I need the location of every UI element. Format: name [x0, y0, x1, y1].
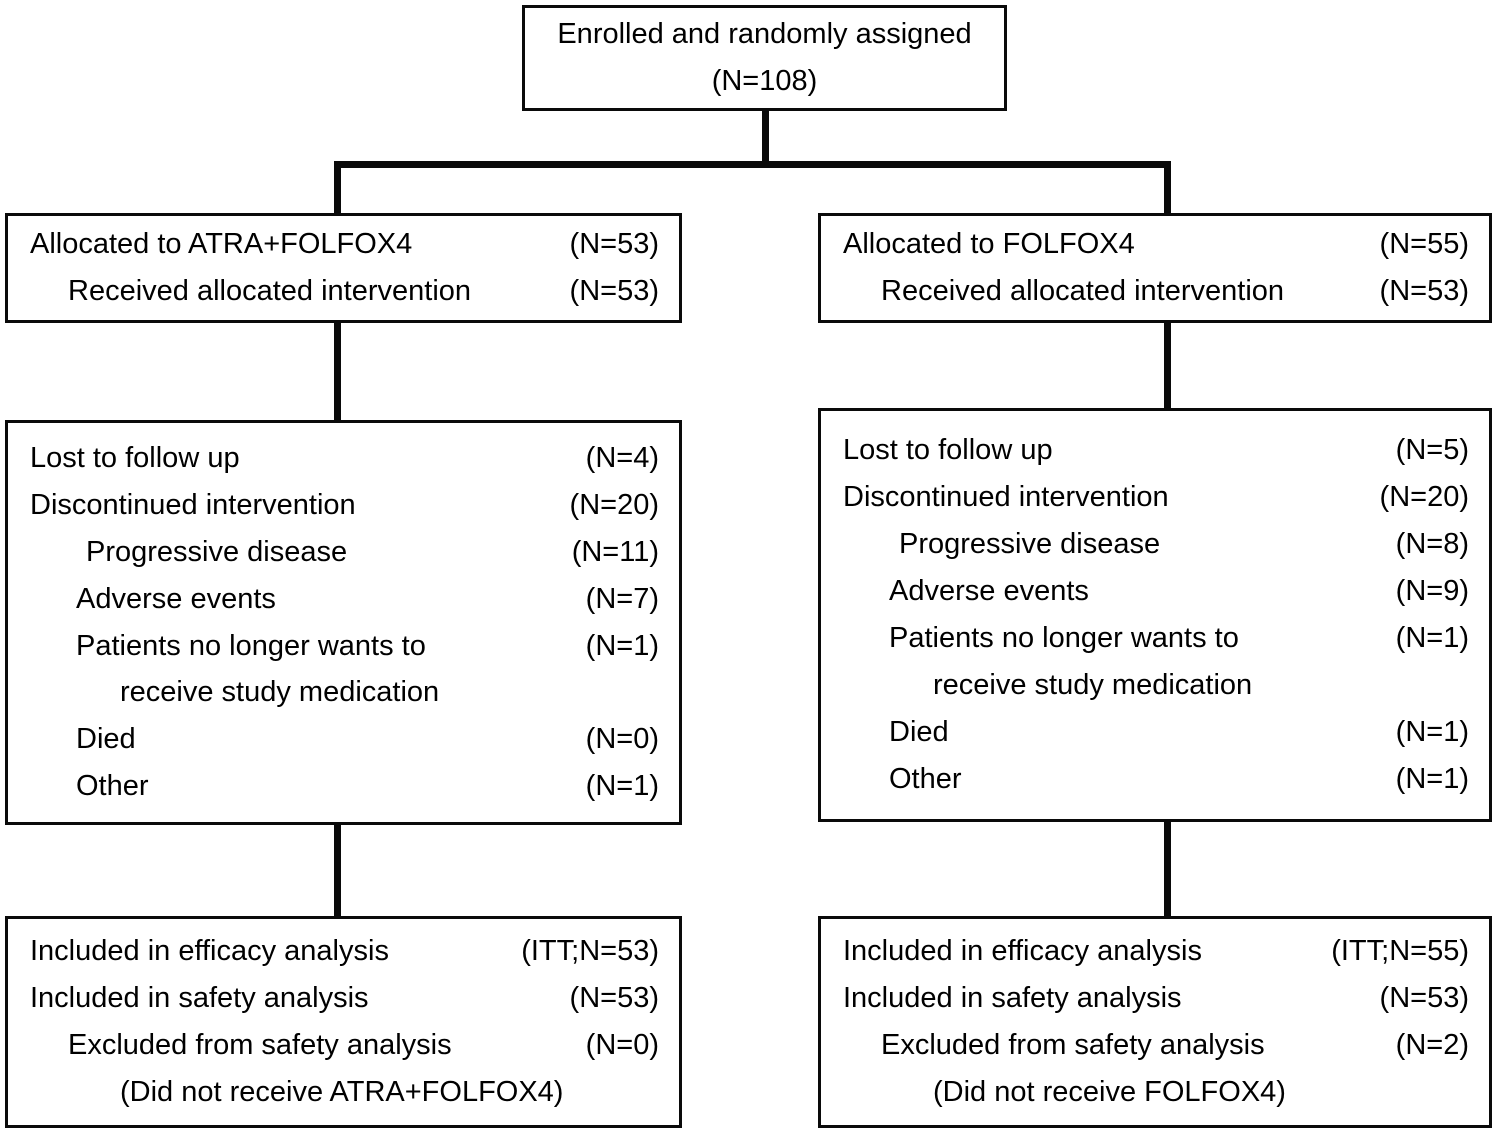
allocation-right-row-0: Allocated to FOLFOX4 (N=55) [821, 221, 1489, 268]
analysis-box-right: Included in efficacy analysis (ITT;N=55)… [818, 916, 1492, 1128]
enrollment-count-row: (N=108) [525, 58, 1004, 105]
row-count: (N=7) [585, 582, 659, 615]
row-count: (N=1) [585, 770, 659, 803]
row-label: (Did not receive ATRA+FOLFOX4) [120, 1075, 564, 1108]
followup-right-row-7: Other (N=1) [821, 756, 1489, 803]
row-count: (N=1) [1395, 622, 1469, 654]
followup-right-row-0: Lost to follow up (N=5) [821, 427, 1489, 474]
row-count: (N=53) [569, 228, 659, 261]
row-label: Other [889, 762, 962, 795]
row-label: receive study medication [933, 668, 1253, 701]
allocation-box-right: Allocated to FOLFOX4 (N=55) Received all… [818, 213, 1492, 323]
row-count: (N=55) [1379, 228, 1469, 261]
row-label: Patients no longer wants to [76, 629, 426, 662]
row-label: Adverse events [889, 575, 1089, 608]
row-label: Adverse events [76, 582, 276, 615]
followup-left-row-2: Progressive disease (N=11) [8, 529, 679, 576]
connector-followup-to-analysis-right [1164, 822, 1171, 920]
row-label: Allocated to ATRA+FOLFOX4 [30, 228, 413, 261]
connector-followup-to-analysis-left [334, 822, 341, 920]
followup-left-row-3: Adverse events (N=7) [8, 576, 679, 623]
row-count: (N=11) [571, 535, 659, 568]
followup-left-row-0: Lost to follow up (N=4) [8, 435, 679, 482]
row-label: Received allocated intervention [881, 275, 1285, 307]
allocation-left-row-1: Received allocated intervention (N=53) [8, 268, 679, 315]
analysis-right-row-2: Excluded from safety analysis (N=2) [821, 1022, 1489, 1069]
row-label: Progressive disease [899, 528, 1161, 561]
row-label: Died [76, 723, 136, 756]
row-label: receive study medication [120, 676, 440, 709]
row-count: (N=53) [1379, 275, 1469, 307]
analysis-left-row-1: Included in safety analysis (N=53) [8, 975, 679, 1022]
row-label: Lost to follow up [30, 441, 240, 474]
allocation-box-left: Allocated to ATRA+FOLFOX4 (N=53) Receive… [5, 213, 682, 323]
followup-left-row-6: Died (N=0) [8, 716, 679, 763]
row-label: Excluded from safety analysis [881, 1029, 1265, 1061]
connector-bar-to-allocation-right [1164, 161, 1171, 216]
enrollment-title: Enrolled and randomly assigned [557, 18, 972, 51]
row-label: Lost to follow up [843, 434, 1053, 467]
row-count: (N=53) [1379, 982, 1469, 1015]
row-label: Died [889, 715, 949, 748]
analysis-box-left: Included in efficacy analysis (ITT;N=53)… [5, 916, 682, 1128]
followup-right-row-1: Discontinued intervention (N=20) [821, 474, 1489, 521]
row-count: (N=8) [1395, 528, 1469, 561]
row-label: Included in efficacy analysis [30, 935, 389, 968]
analysis-right-row-3: (Did not receive FOLFOX4) [821, 1069, 1489, 1116]
followup-right-row-2: Progressive disease (N=8) [821, 521, 1489, 568]
row-label: Other [76, 770, 149, 803]
followup-right-row-3: Adverse events (N=9) [821, 568, 1489, 615]
row-count: (N=53) [569, 982, 659, 1015]
analysis-left-row-2: Excluded from safety analysis (N=0) [8, 1022, 679, 1069]
row-count: (N=0) [585, 1029, 659, 1061]
row-label: Received allocated intervention [68, 275, 472, 307]
row-label: Discontinued intervention [843, 481, 1169, 514]
row-label: Included in efficacy analysis [843, 935, 1202, 968]
row-count: (ITT;N=53) [521, 935, 659, 968]
row-count: (N=20) [569, 488, 659, 521]
connector-allocation-to-followup-right [1164, 320, 1171, 422]
row-count: (ITT;N=55) [1331, 935, 1469, 968]
followup-right-row-4: Patients no longer wants to (N=1) [821, 615, 1489, 662]
followup-right-row-5: receive study medication [821, 662, 1489, 709]
followup-box-left: Lost to follow up (N=4) Discontinued int… [5, 420, 682, 825]
row-count: (N=1) [1395, 715, 1469, 748]
row-count: (N=4) [585, 441, 659, 474]
allocation-left-row-0: Allocated to ATRA+FOLFOX4 (N=53) [8, 221, 679, 268]
row-count: (N=53) [569, 275, 659, 307]
row-label: Patients no longer wants to [889, 622, 1239, 654]
analysis-left-row-0: Included in efficacy analysis (ITT;N=53) [8, 928, 679, 975]
followup-left-row-5: receive study medication [8, 669, 679, 716]
row-label: Included in safety analysis [30, 982, 369, 1015]
allocation-right-row-1: Received allocated intervention (N=53) [821, 268, 1489, 315]
row-count: (N=5) [1395, 434, 1469, 467]
row-count: (N=20) [1379, 481, 1469, 514]
connector-randomization-bar [334, 161, 1171, 168]
followup-box-right: Lost to follow up (N=5) Discontinued int… [818, 408, 1492, 822]
enrollment-box: Enrolled and randomly assigned (N=108) [522, 5, 1007, 111]
row-label: Allocated to FOLFOX4 [843, 228, 1135, 261]
row-count: (N=0) [585, 723, 659, 756]
row-label: Progressive disease [86, 535, 348, 568]
connector-bar-to-allocation-left [334, 161, 341, 216]
row-label: (Did not receive FOLFOX4) [933, 1075, 1286, 1108]
row-label: Discontinued intervention [30, 488, 356, 521]
row-count: (N=2) [1395, 1029, 1469, 1061]
analysis-left-row-3: (Did not receive ATRA+FOLFOX4) [8, 1069, 679, 1116]
followup-left-row-4: Patients no longer wants to (N=1) [8, 623, 679, 670]
followup-left-row-1: Discontinued intervention (N=20) [8, 482, 679, 529]
row-count: (N=1) [1395, 762, 1469, 795]
row-count: (N=9) [1395, 575, 1469, 608]
row-label: Included in safety analysis [843, 982, 1182, 1015]
followup-left-row-7: Other (N=1) [8, 763, 679, 810]
followup-right-row-6: Died (N=1) [821, 709, 1489, 756]
enrollment-title-row: Enrolled and randomly assigned [525, 11, 1004, 58]
row-count: (N=1) [585, 629, 659, 662]
row-label: Excluded from safety analysis [68, 1029, 452, 1061]
connector-enrollment-stem [762, 108, 769, 168]
connector-allocation-to-followup-left [334, 320, 341, 422]
analysis-right-row-0: Included in efficacy analysis (ITT;N=55) [821, 928, 1489, 975]
enrollment-count: (N=108) [711, 65, 818, 97]
analysis-right-row-1: Included in safety analysis (N=53) [821, 975, 1489, 1022]
